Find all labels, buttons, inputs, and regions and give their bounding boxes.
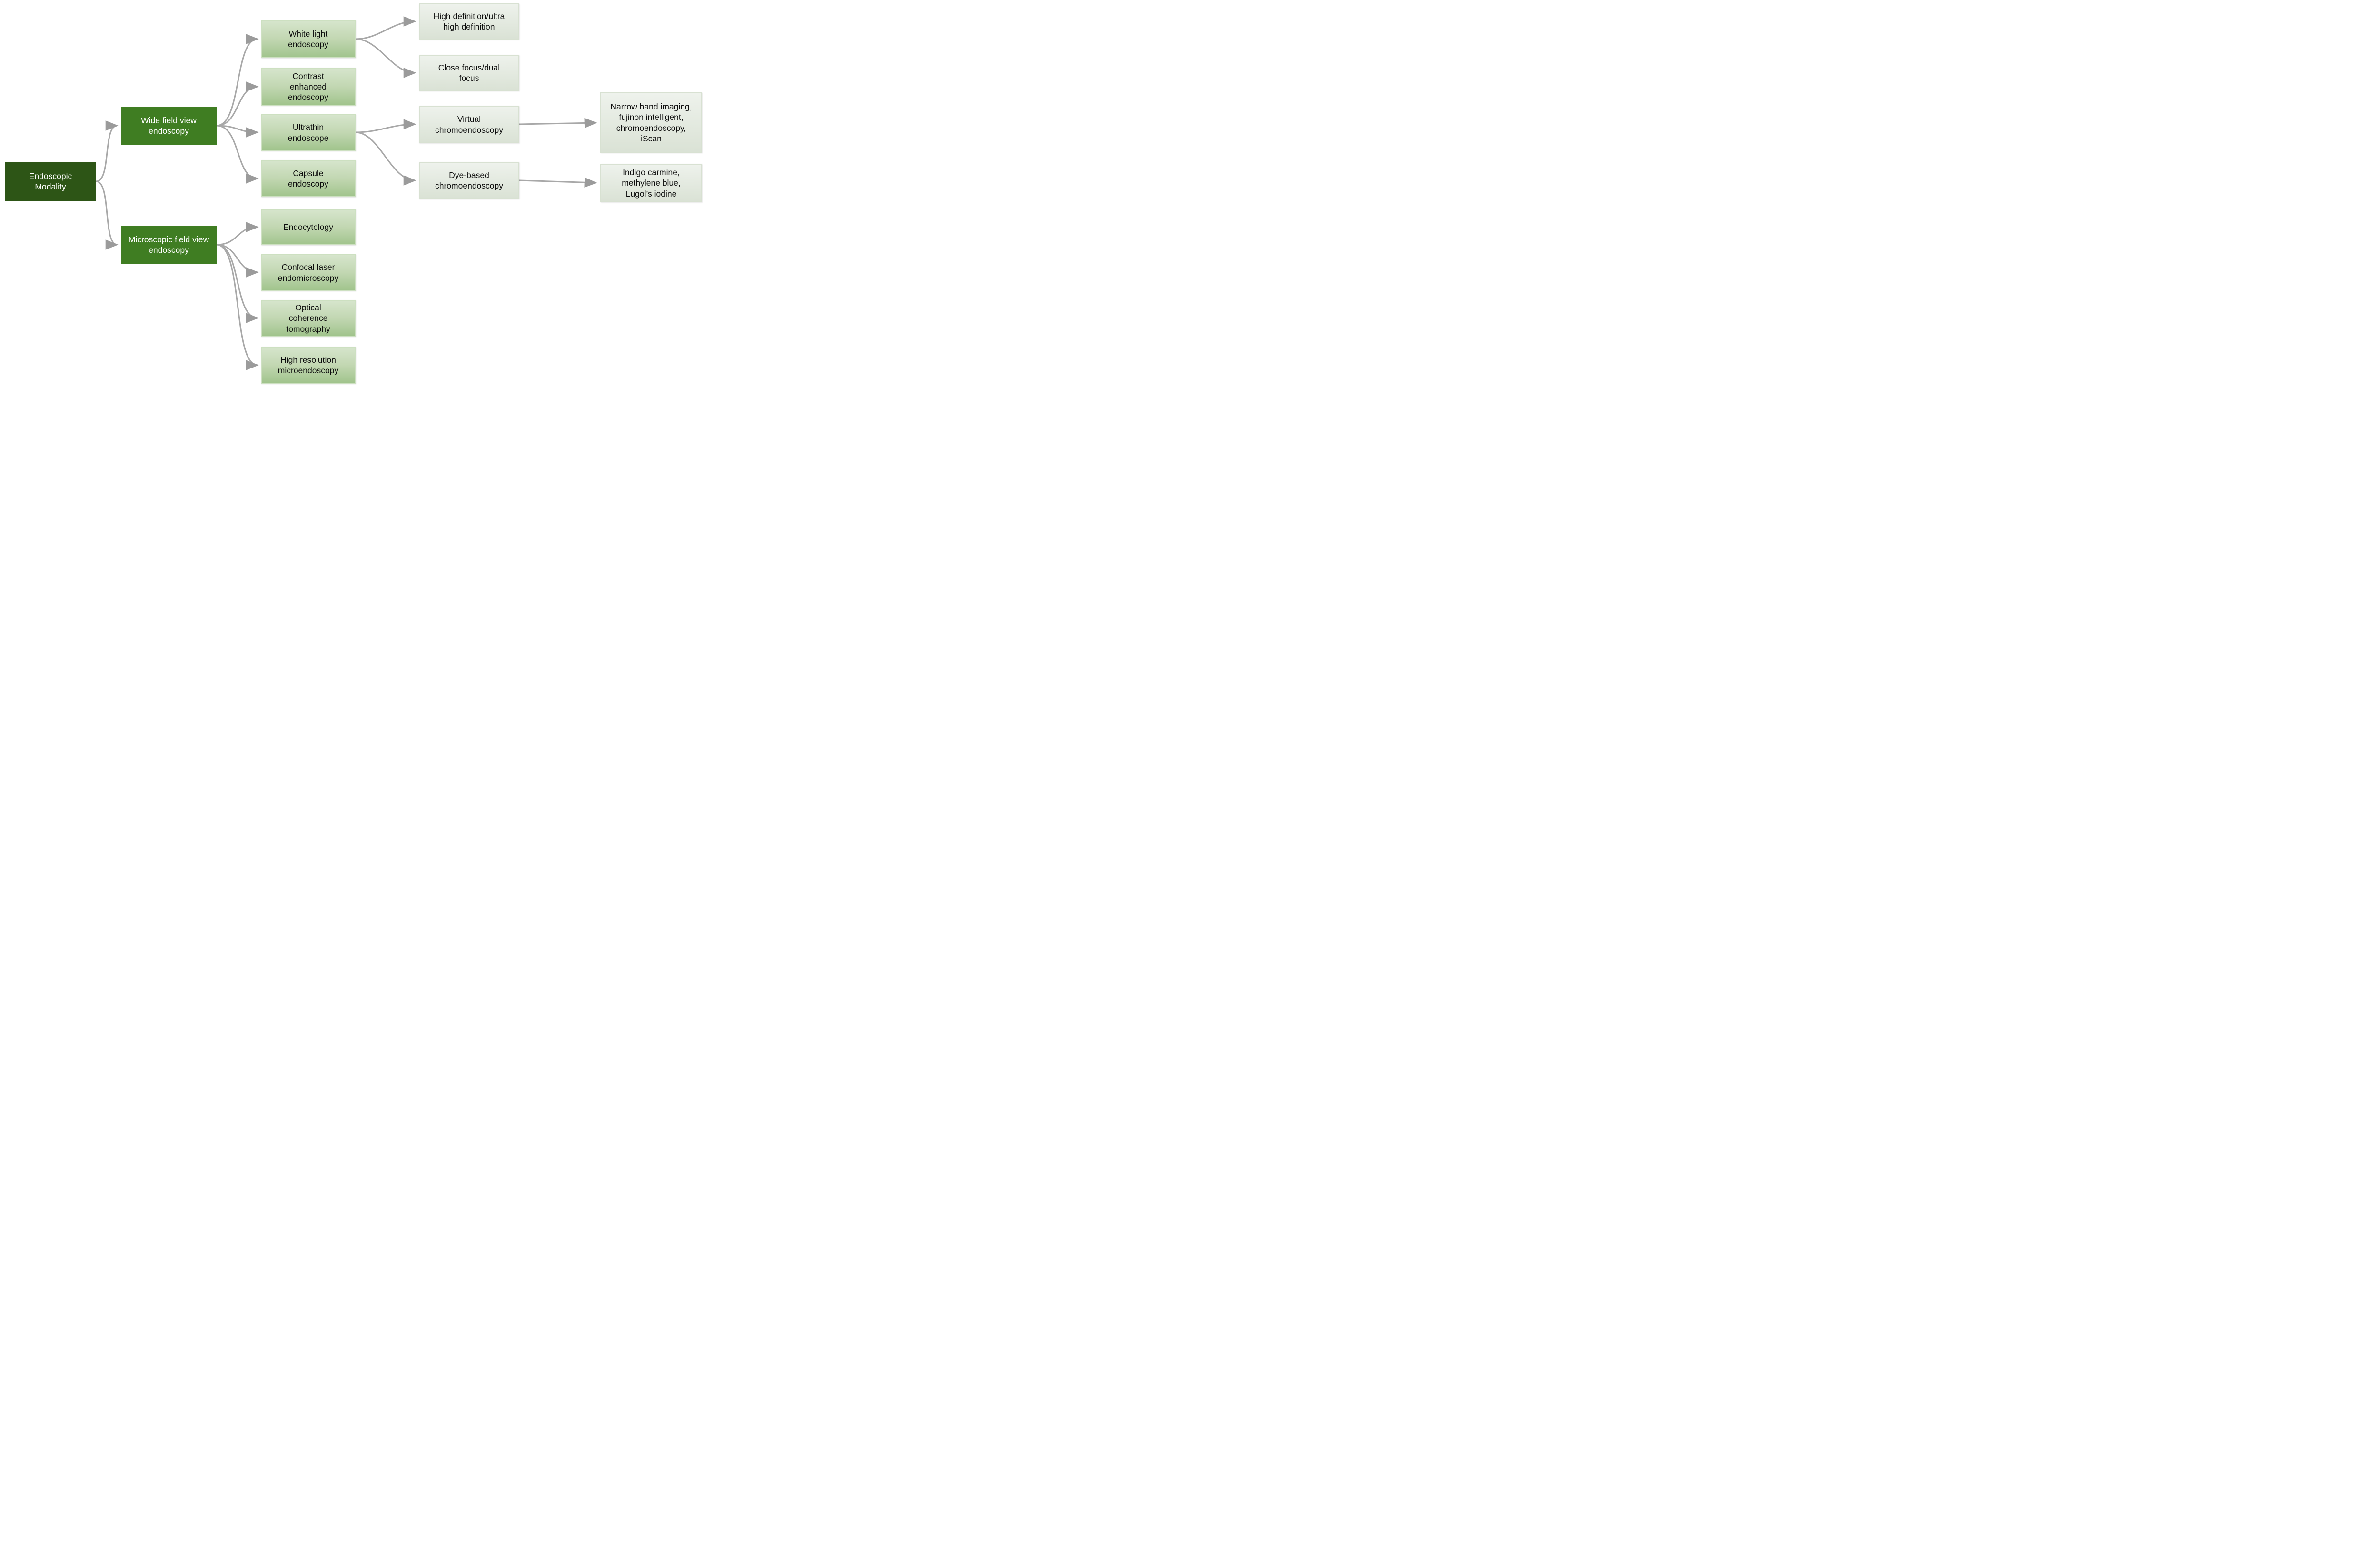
node-label: Capsule endoscopy xyxy=(288,168,328,189)
node-label: White light endoscopy xyxy=(288,29,328,49)
node-label: Virtual chromoendoscopy xyxy=(435,114,503,135)
edge-white-close xyxy=(355,38,416,78)
node-wide-field-view-endoscopy: Wide field view endoscopy xyxy=(121,107,217,145)
node-label: Indigo carmine, methylene blue, Lugol’s … xyxy=(622,168,681,199)
node-capsule-endoscopy: Capsule endoscopy xyxy=(261,160,356,197)
edge-wide-ultrathin xyxy=(216,125,259,138)
node-label: Endocytology xyxy=(283,222,334,232)
node-virtual-chromoendoscopy: Virtual chromoendoscopy xyxy=(419,106,519,143)
node-label: Contrast enhanced endoscopy xyxy=(288,71,328,102)
connector-layer xyxy=(96,16,597,370)
node-white-light-endoscopy: White light endoscopy xyxy=(261,20,356,58)
node-label: Dye-based chromoendoscopy xyxy=(435,170,503,190)
node-endocytology: Endocytology xyxy=(261,209,356,245)
node-label: Close focus/dual focus xyxy=(438,62,500,83)
edge-micro-confocal xyxy=(216,244,259,278)
node-dye-agents-group: Indigo carmine, methylene blue, Lugol’s … xyxy=(600,164,702,202)
node-label: Confocal laser endomicroscopy xyxy=(278,262,339,283)
node-label: Ultrathin endoscope xyxy=(288,122,329,143)
edge-micro-oct xyxy=(216,244,259,323)
node-high-definition-ultra-high-definition: High definition/ultra high definition xyxy=(419,3,519,40)
edge-micro-hrme xyxy=(216,244,259,370)
node-ultrathin-endoscope: Ultrathin endoscope xyxy=(261,114,356,151)
node-label: Endoscopic Modality xyxy=(29,171,72,191)
edge-root-wide xyxy=(96,120,119,182)
endoscopic-modality-diagram: Endoscopic Modality Wide field view endo… xyxy=(0,0,703,390)
edge-ultrathin-virtual xyxy=(355,119,416,133)
node-label: High resolution microendoscopy xyxy=(278,355,339,375)
edge-micro-endocytology xyxy=(216,222,259,246)
edge-root-micro xyxy=(96,180,119,250)
node-endoscopic-modality: Endoscopic Modality xyxy=(5,162,96,201)
node-contrast-enhanced-endoscopy: Contrast enhanced endoscopy xyxy=(261,68,356,106)
node-optical-coherence-tomography: Optical coherence tomography xyxy=(261,300,356,337)
edge-virtual-nbi xyxy=(519,118,597,129)
edge-wide-contrast xyxy=(216,81,259,127)
node-label: High definition/ultra high definition xyxy=(433,11,505,31)
node-microscopic-field-view-endoscopy: Microscopic field view endoscopy xyxy=(121,226,217,264)
node-high-resolution-microendoscopy: High resolution microendoscopy xyxy=(261,347,356,384)
node-label: Microscopic field view endoscopy xyxy=(128,234,209,255)
edge-ultrathin-dye xyxy=(355,131,416,186)
node-label: Narrow band imaging, fujinon intelligent… xyxy=(610,102,692,143)
edge-dye-indigo xyxy=(519,177,597,188)
node-confocal-laser-endomicroscopy: Confocal laser endomicroscopy xyxy=(261,254,356,291)
edge-wide-white xyxy=(216,34,259,127)
node-label: Optical coherence tomography xyxy=(286,303,330,334)
node-close-focus-dual-focus: Close focus/dual focus xyxy=(419,55,519,91)
node-narrow-band-imaging-group: Narrow band imaging, fujinon intelligent… xyxy=(600,92,702,153)
edge-white-hd xyxy=(355,16,416,40)
node-dye-based-chromoendoscopy: Dye-based chromoendoscopy xyxy=(419,162,519,199)
edge-wide-capsule xyxy=(216,125,259,184)
node-label: Wide field view endoscopy xyxy=(141,115,197,136)
